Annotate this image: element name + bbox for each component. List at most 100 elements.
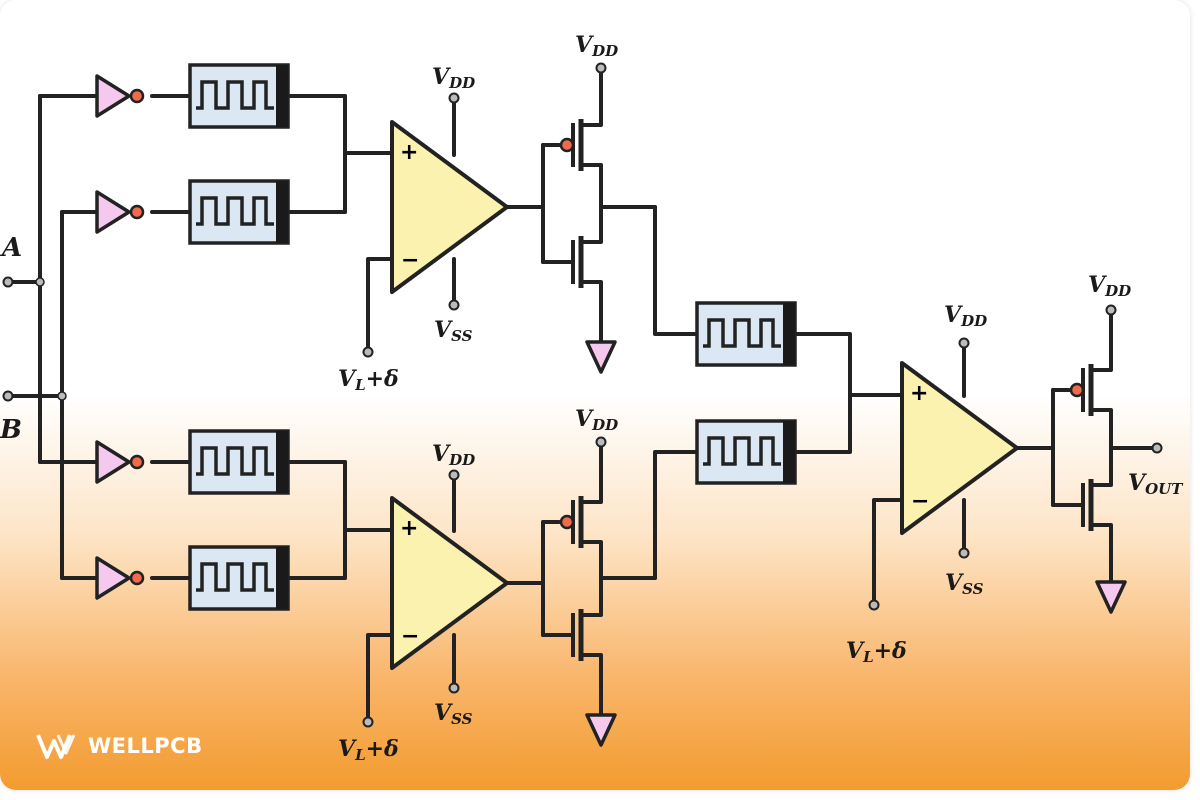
wire [579, 163, 603, 244]
delay-end-bar [783, 421, 795, 483]
delay-end-bar [276, 547, 288, 609]
input-a-label: A [0, 233, 22, 263]
delay-element [188, 63, 290, 129]
terminal-node [448, 469, 460, 481]
vss-label-final-amp: VSS [945, 570, 984, 598]
terminal-node [2, 276, 14, 288]
buffer-gate [95, 556, 145, 600]
delay-element [188, 179, 290, 245]
wire [579, 540, 603, 617]
buffer-gate [95, 440, 145, 484]
op-amp-triangle [390, 496, 509, 670]
minus-sign: − [401, 248, 419, 273]
wellpcb-logo-text: WELLPCB [88, 734, 203, 758]
vdd-label-inv-bottom: VDD [575, 406, 618, 434]
terminal-node [595, 62, 607, 74]
pulse-waveform [703, 318, 781, 348]
wire [872, 498, 904, 607]
wire [653, 205, 699, 336]
terminal-node [2, 390, 14, 402]
delay-box [188, 63, 290, 129]
vdd-label-final-amp: VDD [944, 302, 987, 330]
wellpcb-logo: WELLPCB [36, 728, 203, 764]
pulse-waveform [703, 436, 781, 466]
terminal-node [1151, 442, 1163, 454]
terminal-node [362, 716, 374, 728]
wire [1089, 408, 1113, 487]
op-amp: +− [900, 361, 1019, 535]
wire [366, 633, 394, 724]
inverter-bubble [129, 204, 145, 220]
wire [1089, 308, 1113, 372]
delay-box [188, 545, 290, 611]
pmos-bubble [1069, 382, 1085, 398]
inverter-bubble [129, 88, 145, 104]
op-amp: +− [390, 496, 509, 670]
pulse-waveform [196, 562, 274, 592]
inverter-bubble [129, 570, 145, 586]
minus-sign: − [401, 624, 419, 649]
plus-sign: + [400, 140, 418, 165]
op-amp: +− [390, 120, 509, 294]
cmos-inverter [559, 496, 584, 661]
vss-label-top: VSS [434, 317, 473, 345]
buffer-triangle [95, 74, 131, 118]
vdd-label-inv-top: VDD [575, 32, 618, 60]
components: +−+−+− [2, 62, 1163, 747]
pulse-waveform [196, 80, 274, 110]
wire [793, 332, 852, 454]
delay-box [695, 301, 797, 367]
minus-sign: − [911, 489, 929, 514]
op-amp-triangle [390, 120, 509, 294]
vss-label-bottom: VSS [434, 700, 473, 728]
input-b-label: B [0, 415, 22, 445]
delay-box [695, 419, 797, 485]
terminal-node [868, 599, 880, 611]
delay-end-bar [276, 65, 288, 127]
circuit-diagram: +−+−+− ABVDDVSSVL+δVDDVSSVL+δVDDVDDVDDVS… [0, 32, 1184, 764]
inverter-bubble [129, 454, 145, 470]
buffer-gate [95, 190, 145, 234]
delay-end-bar [276, 431, 288, 493]
plus-sign: + [910, 381, 928, 406]
wire [653, 450, 699, 580]
terminal-node [448, 92, 460, 104]
pulse-waveform [196, 446, 274, 476]
wire [579, 66, 603, 127]
plus-sign: + [400, 516, 418, 541]
pmos-bubble [559, 137, 575, 153]
delay-element [188, 545, 290, 611]
buffer-triangle [95, 556, 131, 600]
ground-symbol [1095, 580, 1127, 614]
labels: ABVDDVSSVL+δVDDVSSVL+δVDDVDDVDDVSSVL+δVD… [0, 32, 1184, 764]
buffer-gate [95, 74, 145, 118]
delay-end-bar [783, 303, 795, 365]
delay-end-bar [276, 181, 288, 243]
junction-dot [57, 391, 67, 401]
delay-box [188, 179, 290, 245]
delay-element [188, 429, 290, 495]
cmos-inverter [1069, 364, 1094, 531]
terminal-node [1105, 304, 1117, 316]
terminal-node [448, 299, 460, 311]
buffer-triangle [95, 190, 131, 234]
terminal-node [958, 337, 970, 349]
vdd-label-top: VDD [432, 64, 475, 92]
terminal-node [362, 346, 374, 358]
op-amp-triangle [900, 361, 1019, 535]
buffer-triangle [95, 440, 131, 484]
wire [579, 440, 603, 504]
ground-symbol [585, 713, 617, 747]
vdd-label-bottom: VDD [432, 441, 475, 469]
vref-label-top: VL+δ [338, 366, 399, 394]
delay-box [188, 429, 290, 495]
terminal-node [958, 547, 970, 559]
vref-label-bottom: VL+δ [338, 736, 399, 764]
ground-symbol [585, 340, 617, 374]
junction-dot [35, 277, 45, 287]
terminal-node [595, 436, 607, 448]
pulse-waveform [196, 196, 274, 226]
wire [366, 257, 394, 354]
pmos-bubble [559, 514, 575, 530]
wire [579, 653, 603, 717]
